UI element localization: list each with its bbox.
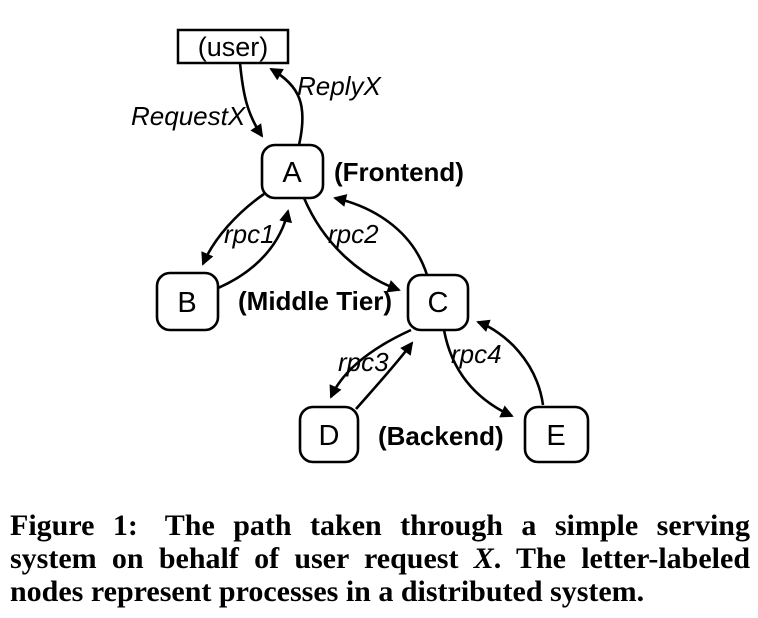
caption-request-variable: X — [473, 542, 494, 575]
edge-label-rpc3: rpc3 — [338, 347, 389, 377]
node-c — [406, 273, 470, 332]
edge-rpc4-c-to-e — [442, 329, 514, 418]
node-a — [260, 143, 325, 200]
edge-rpc2-c-to-a — [333, 194, 429, 276]
edge-rpc3-c-to-d — [329, 328, 412, 399]
diagram-svg: (user) A B C D E (Frontend) (Middle Tier… — [131, 28, 590, 464]
tier-label-frontend: (Frontend) — [334, 157, 464, 187]
edge-group — [201, 62, 545, 418]
edge-label-rpc4: rpc4 — [451, 339, 502, 369]
caption-line-1-text: The path taken through a simple serving — [164, 509, 750, 542]
edge-request-user-to-a — [238, 62, 264, 138]
edge-label-rpc1: rpc1 — [224, 219, 275, 249]
edge-label-requestx: RequestX — [131, 101, 247, 131]
edge-label-rpc2: rpc2 — [328, 219, 379, 249]
caption-line-3: nodes represent processes in a distribut… — [10, 575, 750, 608]
edge-rpc3-d-to-c — [355, 341, 414, 410]
node-b-label: B — [177, 287, 196, 319]
caption-line-2: system on behalf of user request X. The … — [10, 542, 750, 575]
node-group — [155, 28, 590, 464]
edge-reply-a-to-user — [269, 67, 304, 146]
node-d-label: D — [319, 420, 340, 452]
figure-caption: Figure 1: The path taken through a simpl… — [10, 509, 750, 608]
caption-line-1: Figure 1: The path taken through a simpl… — [10, 509, 750, 542]
node-e — [523, 405, 590, 464]
edge-rpc4-e-to-c — [476, 319, 545, 406]
node-e-label: E — [546, 420, 565, 452]
serving-system-diagram: (user) A B C D E (Frontend) (Middle Tier… — [131, 28, 590, 464]
node-user — [176, 28, 290, 65]
caption-line-3-text: nodes represent processes in a distribut… — [10, 575, 645, 608]
node-a-label: A — [282, 157, 302, 189]
edge-rpc2-a-to-c — [302, 197, 401, 293]
edge-label-replyx: ReplyX — [297, 71, 382, 101]
node-b — [155, 271, 220, 332]
caption-line-2-pre: system on behalf of user request — [10, 542, 459, 575]
edge-rpc1-a-to-b — [201, 192, 265, 266]
edge-rpc1-b-to-a — [217, 209, 292, 290]
tier-label-backend: (Backend) — [378, 421, 504, 451]
tier-label-middle: (Middle Tier) — [238, 286, 392, 316]
caption-line-2-post: . The letter-labeled — [493, 542, 751, 575]
node-d — [298, 405, 360, 464]
node-user-label: (user) — [198, 32, 269, 62]
node-c-label: C — [428, 287, 449, 319]
caption-figure-label: Figure 1: — [10, 509, 138, 542]
